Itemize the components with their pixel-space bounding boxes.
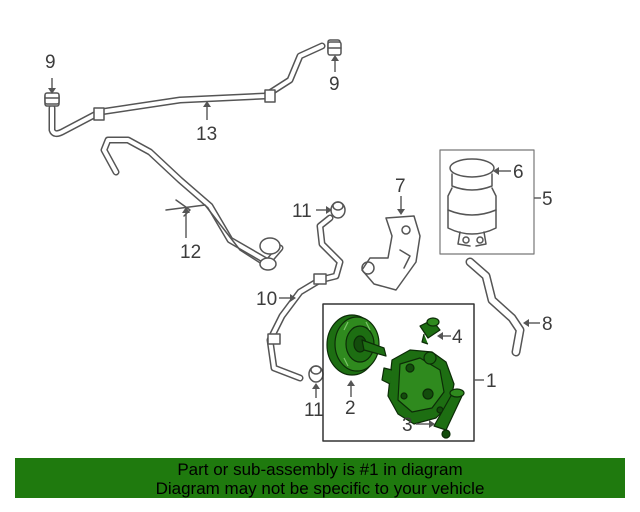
reservoir-box-5: [439, 149, 535, 255]
pump-body: [381, 349, 455, 425]
pump-assembly-box-1: [322, 303, 475, 442]
callout-8[interactable]: 8: [542, 314, 553, 335]
callout-5[interactable]: 5: [542, 189, 553, 210]
clamp-11-upper: [330, 201, 346, 219]
parts-diagram: 9 9 13 12 11 11 10 7 6 5 8 4 2 3 1: [44, 39, 553, 442]
reservoir-6: [447, 158, 497, 247]
info-banner: Part or sub-assembly is #1 in diagram Di…: [15, 458, 625, 498]
clamp-11-lower: [308, 365, 324, 383]
pressure-line-12: [100, 136, 284, 271]
callout-7[interactable]: 7: [395, 176, 406, 197]
clamp-9-right: [327, 41, 342, 56]
feed-hose-10: [266, 214, 344, 382]
callout-2[interactable]: 2: [345, 398, 356, 419]
pulley-2: [326, 314, 387, 376]
return-hose-13: [44, 39, 341, 138]
callout-12[interactable]: 12: [180, 242, 201, 263]
callout-9-right[interactable]: 9: [329, 74, 340, 95]
callout-6[interactable]: 6: [513, 162, 524, 183]
fitting-3: [433, 388, 465, 439]
callout-3[interactable]: 3: [402, 415, 413, 436]
bracket-7: [361, 215, 421, 291]
banner-line-2: Diagram may not be specific to your vehi…: [155, 479, 485, 498]
callout-1[interactable]: 1: [486, 371, 497, 392]
callout-10[interactable]: 10: [256, 289, 277, 310]
clamp-9-left: [44, 92, 60, 105]
banner-line-1: Part or sub-assembly is #1 in diagram: [177, 460, 463, 479]
callout-11-lower[interactable]: 11: [304, 400, 324, 421]
callout-11-upper[interactable]: 11: [292, 201, 312, 222]
valve-4: [419, 317, 441, 345]
callout-9-left[interactable]: 9: [45, 52, 56, 73]
suction-hose-8: [465, 257, 525, 357]
callout-13[interactable]: 13: [196, 124, 217, 145]
callout-4[interactable]: 4: [452, 327, 463, 348]
